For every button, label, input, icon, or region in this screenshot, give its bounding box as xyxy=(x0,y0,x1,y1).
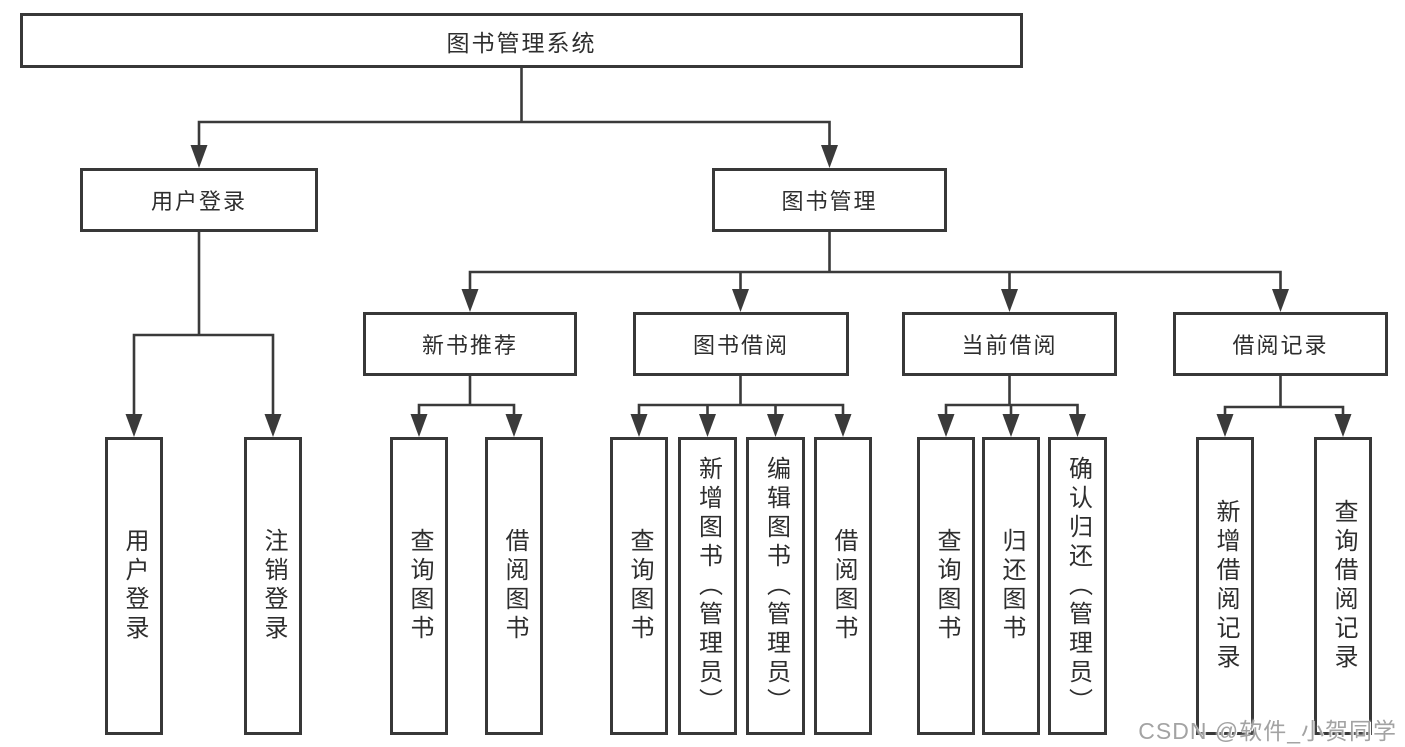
leaf-return-books: 归还图书 xyxy=(982,437,1040,735)
arrowhead xyxy=(1001,289,1018,312)
connector-book-management-children xyxy=(461,232,1289,312)
node-user-login: 用户登录 xyxy=(80,168,318,232)
arrowhead xyxy=(410,414,428,437)
leaf-confirm-return-admin: 确认归还（管理员） xyxy=(1048,437,1107,735)
arrowhead xyxy=(630,414,648,437)
node-new-book-recommend: 新书推荐 xyxy=(363,312,577,376)
arrowhead xyxy=(767,414,784,437)
leaf-query-books-recommend: 查询图书 xyxy=(390,437,448,735)
leaf-user-login: 用户登录 xyxy=(105,437,163,735)
leaf-logout: 注销登录 xyxy=(244,437,302,735)
connector-current-borrow-children xyxy=(937,376,1086,437)
arrowhead xyxy=(699,414,716,437)
connector-borrow-records-children xyxy=(1216,376,1352,437)
arrowhead xyxy=(1002,414,1020,437)
node-book-borrow: 图书借阅 xyxy=(633,312,849,376)
arrowhead xyxy=(1069,414,1086,437)
leaf-add-book-admin: 新增图书（管理员） xyxy=(678,437,737,735)
leaf-query-books-current: 查询图书 xyxy=(917,437,975,735)
arrowhead xyxy=(461,289,479,312)
leaf-borrow-books-recommend: 借阅图书 xyxy=(485,437,543,735)
arrowhead xyxy=(1334,414,1352,437)
connector-book-borrow-children xyxy=(630,376,852,437)
arrowhead xyxy=(937,414,955,437)
leaf-borrow-books: 借阅图书 xyxy=(814,437,872,735)
arrowhead xyxy=(1272,289,1289,312)
arrowhead xyxy=(190,145,208,168)
connector-new-book-recommend-children xyxy=(410,376,523,437)
arrowhead xyxy=(505,414,523,437)
arrowhead xyxy=(1216,414,1234,437)
connector-root-to-level2 xyxy=(190,68,838,168)
leaf-add-borrow-record: 新增借阅记录 xyxy=(1196,437,1254,735)
arrowhead xyxy=(125,414,143,437)
arrowhead xyxy=(732,289,749,312)
node-book-management: 图书管理 xyxy=(712,168,947,232)
csdn-watermark: CSDN @软件_小贺同学 xyxy=(1138,718,1397,744)
arrowhead xyxy=(834,414,852,437)
arrowhead xyxy=(821,145,838,168)
leaf-query-books-borrow: 查询图书 xyxy=(610,437,668,735)
node-borrow-records: 借阅记录 xyxy=(1173,312,1388,376)
leaf-query-borrow-record: 查询借阅记录 xyxy=(1314,437,1372,735)
connector-user-login-children xyxy=(125,232,282,437)
arrowhead xyxy=(264,414,282,437)
leaf-edit-book-admin: 编辑图书（管理员） xyxy=(746,437,805,735)
node-library-management-system: 图书管理系统 xyxy=(20,13,1023,68)
node-current-borrow: 当前借阅 xyxy=(902,312,1117,376)
